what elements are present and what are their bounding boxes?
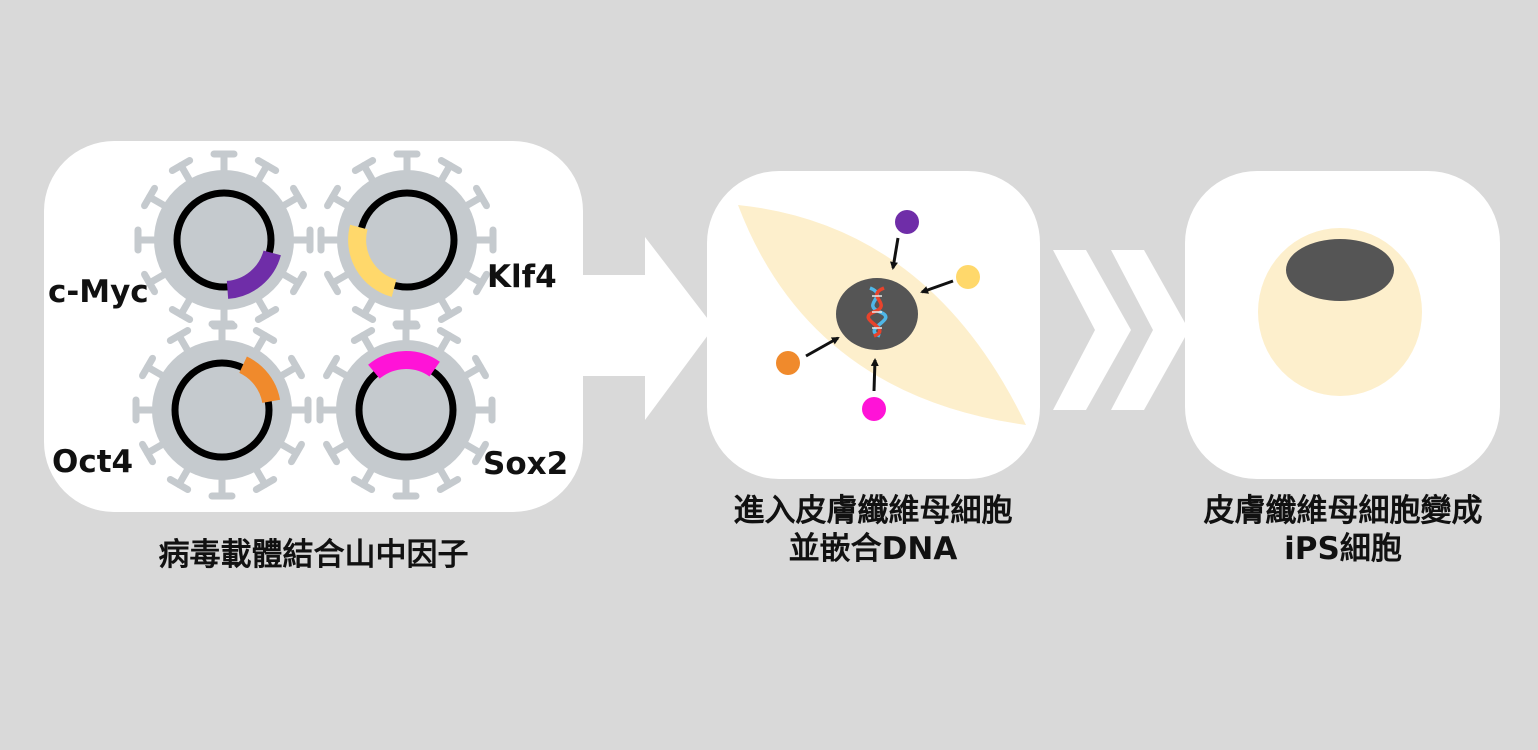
virus-klf4: [321, 154, 493, 326]
entry-arrow-sox2: [870, 358, 879, 392]
ips-nucleus: [1286, 239, 1394, 301]
label-sox2: Sox2: [483, 446, 568, 482]
factor-dot-oct4: [776, 351, 800, 375]
factor-dot-klf4: [956, 265, 980, 289]
chevron-2: [1111, 250, 1189, 410]
label-oct4: Oct4: [52, 444, 133, 480]
arrow-step-1: [583, 237, 714, 420]
nucleus: [836, 278, 918, 350]
virus-c-myc: [138, 154, 310, 326]
caption-vector: 病毒載體結合山中因子: [80, 536, 547, 574]
caption-fibroblast-line-2: 並嵌合DNA: [788, 531, 958, 567]
label-c-myc: c-Myc: [48, 274, 149, 310]
chevron-1: [1053, 250, 1131, 410]
entry-arrow-klf4: [920, 279, 954, 294]
gene-insert-c-myc: [226, 250, 281, 299]
gene-insert-oct4: [238, 356, 281, 404]
factor-dot-sox2: [862, 397, 886, 421]
caption-fibroblast-line-1: 進入皮膚纖維母細胞: [733, 493, 1013, 529]
label-klf4: Klf4: [487, 259, 557, 295]
entry-arrow-oct4: [805, 336, 840, 358]
gene-insert-klf4: [348, 224, 397, 297]
gene-insert-sox2: [368, 351, 440, 379]
virus-oct4: [136, 324, 308, 496]
caption-ips: 皮膚纖維母細胞變成 iPS細胞: [1160, 492, 1526, 568]
caption-ips-line-2: iPS細胞: [1284, 531, 1402, 567]
caption-vector-text: 病毒載體結合山中因子: [158, 537, 469, 573]
virus-sox2: [320, 324, 492, 496]
factor-dot-c-myc: [895, 210, 919, 234]
caption-fibroblast: 進入皮膚纖維母細胞 並嵌合DNA: [690, 492, 1056, 568]
caption-ips-line-1: 皮膚纖維母細胞變成: [1203, 493, 1483, 529]
entry-arrow-c-myc: [890, 237, 900, 270]
dna-icon: [866, 286, 888, 338]
